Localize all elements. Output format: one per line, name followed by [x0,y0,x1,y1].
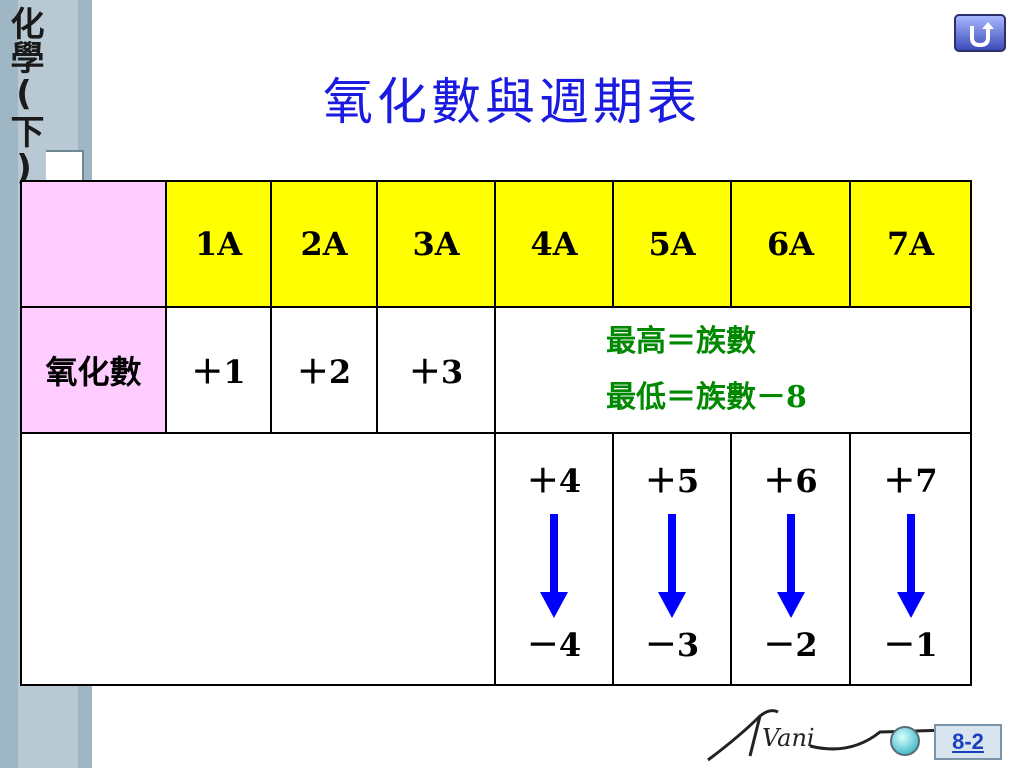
range-high: ＋6 [763,462,818,500]
range-cell-4a: ＋4 －4 [494,432,614,686]
range-low: －3 [644,626,700,664]
publisher-logo: Vani [707,709,950,762]
nav-circle-icon[interactable] [890,726,920,756]
oxidation-value: ＋1 [165,306,272,434]
oxidation-table: 1A 2A 3A 4A 5A 6A 7A 氧化數 ＋1 ＋2 ＋3 最高＝族數 … [20,180,972,686]
oxidation-value: ＋3 [376,306,496,434]
course-title: 化學(下) [4,6,44,188]
range-high: ＋5 [644,462,700,500]
range-high: ＋7 [883,462,938,500]
page-title: 氧化數與週期表 [323,73,701,131]
down-arrow-icon [540,514,568,618]
range-cell-5a: ＋5 －3 [612,432,732,686]
group-header: 5A [612,180,732,308]
range-low: －2 [763,626,818,664]
group-header: 1A [165,180,272,308]
page-number[interactable]: 8-2 [934,724,1002,760]
empty-cell [20,432,496,686]
range-cell-6a: ＋6 －2 [730,432,851,686]
oxidation-row: 氧化數 ＋1 ＋2 ＋3 最高＝族數 最低＝族數－8 [20,306,972,434]
group-header: 3A [376,180,496,308]
group-header: 2A [270,180,378,308]
row-label: 氧化數 [20,306,167,434]
rule-highest: 最高＝族數 [606,324,756,359]
range-row: ＋4 －4 ＋5 －3 ＋6 －2 ＋7 －1 [20,432,972,686]
down-arrow-icon [776,514,805,618]
group-header: 7A [849,180,972,308]
rule-note: 最高＝族數 最低＝族數－8 [494,306,972,434]
down-arrow-icon [896,514,925,618]
return-arrow-icon [970,22,994,48]
oxidation-value: ＋2 [270,306,378,434]
home-button[interactable] [954,14,1006,52]
corner-cell [20,180,167,308]
header-row: 1A 2A 3A 4A 5A 6A 7A [20,180,972,308]
group-header: 4A [494,180,614,308]
range-low: －4 [526,626,582,664]
range-high: ＋4 [526,462,582,500]
down-arrow-icon [658,514,686,618]
logo-text: Vani [762,724,815,752]
range-cell-7a: ＋7 －1 [849,432,972,686]
range-low: －1 [883,626,938,664]
rule-lowest: 最低＝族數－8 [606,380,807,415]
group-header: 6A [730,180,851,308]
